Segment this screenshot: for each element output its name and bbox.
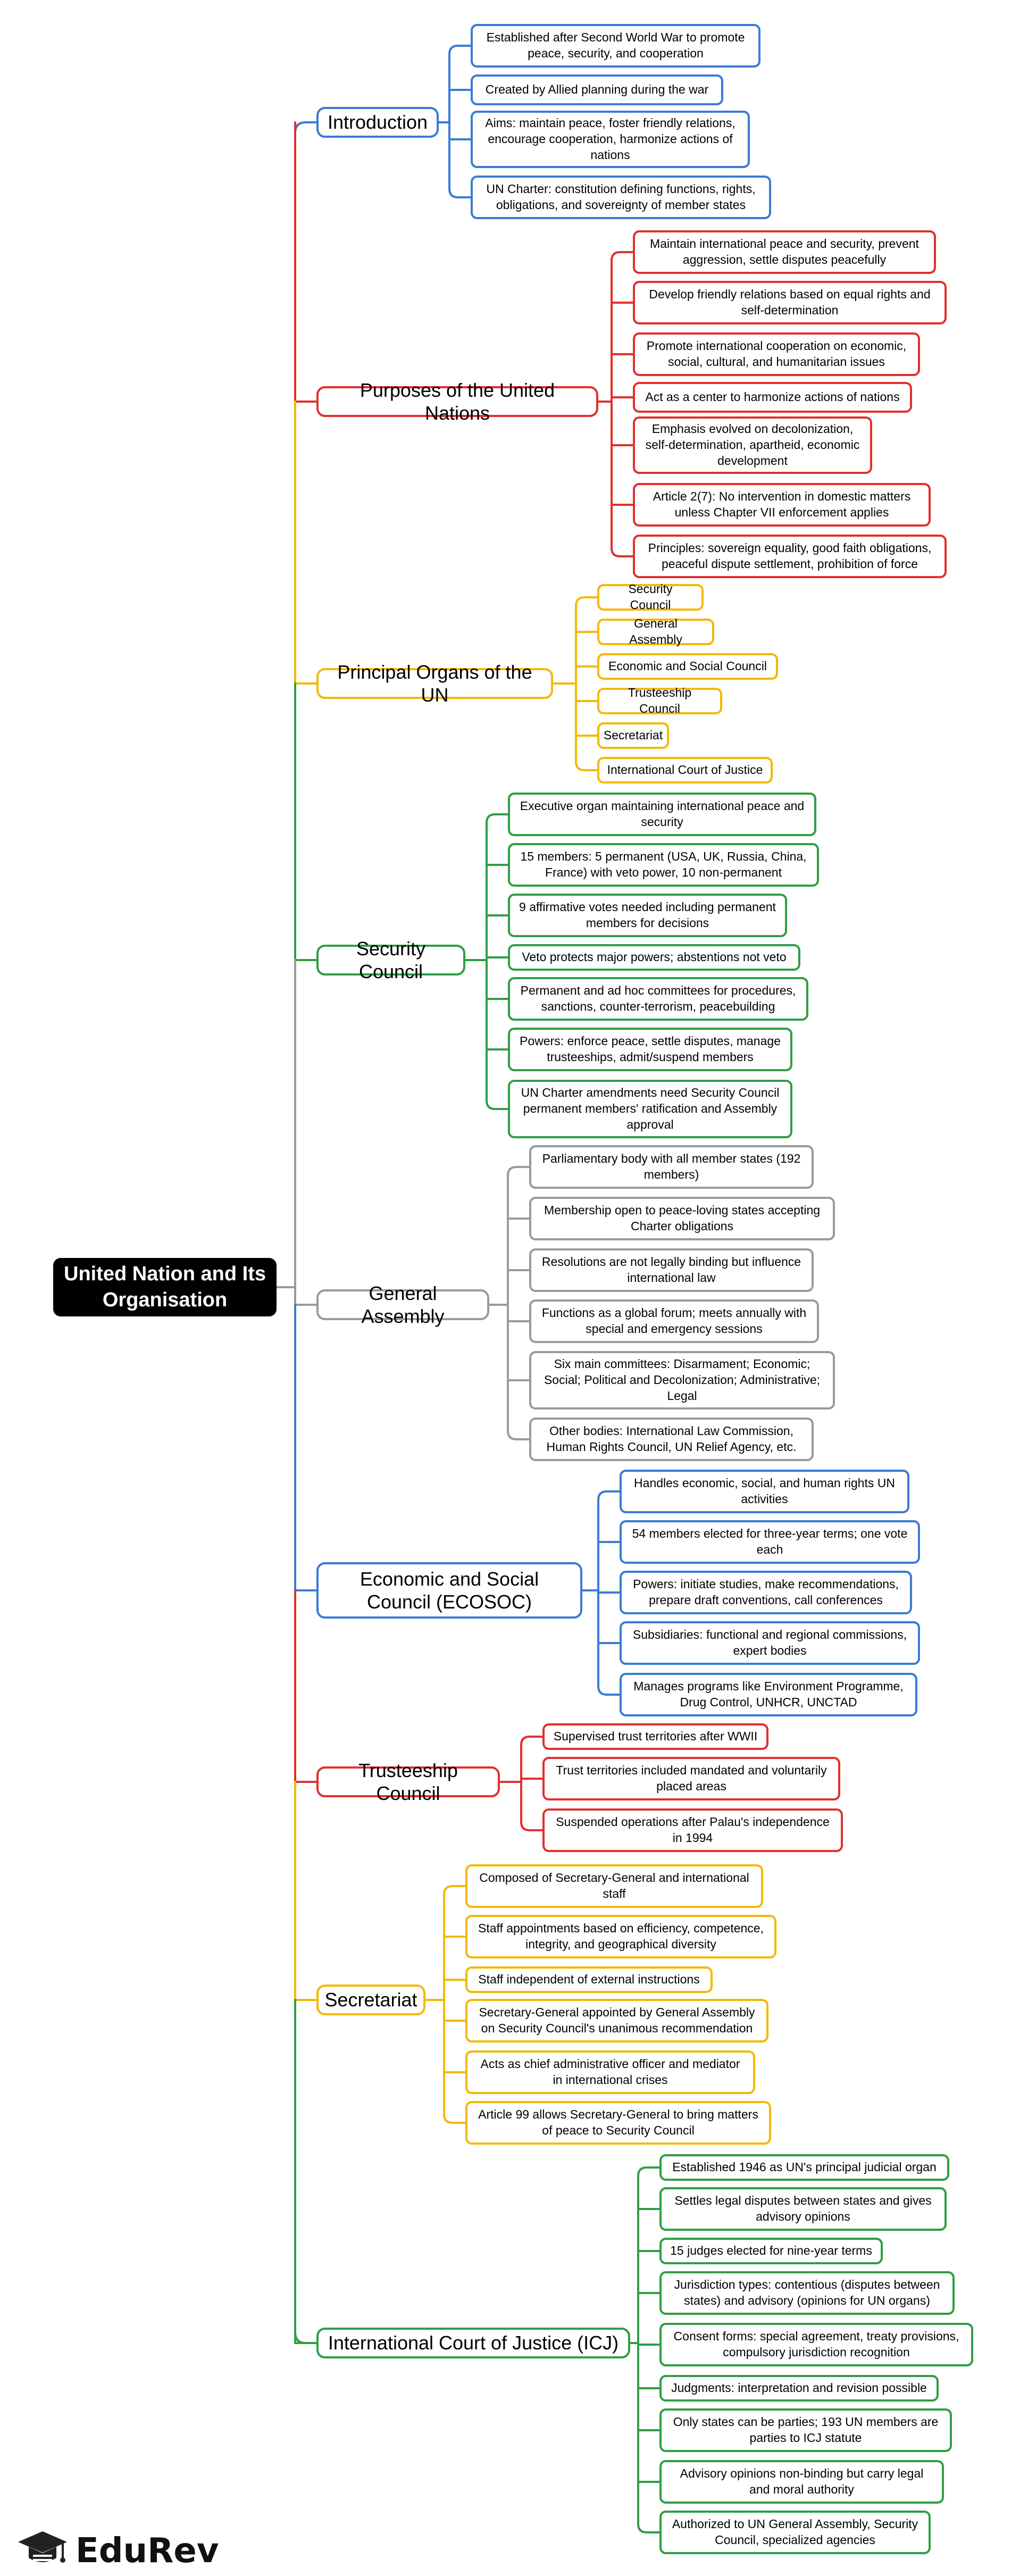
leaf-node: General Assembly: [597, 616, 714, 646]
leaf-node: Functions as a global forum; meets annua…: [529, 1299, 819, 1343]
leaf-node: Principles: sovereign equality, good fai…: [633, 535, 947, 578]
leaf-node: Promote international cooperation on eco…: [633, 332, 920, 376]
leaf-node: Article 99 allows Secretary-General to b…: [465, 2101, 771, 2145]
leaf-node: 15 members: 5 permanent (USA, UK, Russia…: [508, 843, 819, 887]
leaf-node: Staff appointments based on efficiency, …: [465, 1915, 776, 1958]
leaf-node: Suspended operations after Palau's indep…: [542, 1808, 843, 1852]
branch-purposes-of-the-united-nations: Purposes of the United Nations: [316, 379, 598, 424]
leaf-node: Established after Second World War to pr…: [471, 24, 760, 68]
leaf-node: Judgments: interpretation and revision p…: [659, 2375, 939, 2402]
leaf-node: Created by Allied planning during the wa…: [471, 74, 723, 105]
leaf-node: Powers: initiate studies, make recommend…: [620, 1571, 912, 1614]
leaf-node: Settles legal disputes between states an…: [659, 2187, 947, 2231]
leaf-node: Six main committees: Disarmament; Econom…: [529, 1351, 835, 1410]
leaf-node: Executive organ maintaining internationa…: [508, 793, 816, 836]
leaf-node: Advisory opinions non-binding but carry …: [659, 2460, 944, 2504]
leaf-node: Acts as chief administrative officer and…: [465, 2050, 755, 2094]
branch-trusteeship-council: Trusteeship Council: [316, 1760, 500, 1804]
branch-international-court-of-justice-icj: International Court of Justice (ICJ): [316, 2328, 630, 2358]
brand-logo: EduRev: [17, 2529, 219, 2573]
leaf-node: Act as a center to harmonize actions of …: [633, 382, 912, 413]
leaf-node: Veto protects major powers; abstentions …: [508, 944, 800, 971]
branch-secretariat: Secretariat: [316, 1985, 425, 2015]
leaf-node: Economic and Social Council: [597, 653, 778, 680]
leaf-node: Aims: maintain peace, foster friendly re…: [471, 111, 750, 168]
leaf-node: Security Council: [597, 582, 704, 612]
branch-economic-and-social-council-ecosoc: Economic and Social Council (ECOSOC): [316, 1562, 582, 1619]
leaf-node: Authorized to UN General Assembly, Secur…: [659, 2511, 931, 2554]
leaf-node: Secretariat: [597, 722, 669, 749]
leaf-node: Manages programs like Environment Progra…: [620, 1673, 917, 1716]
leaf-node: Parliamentary body with all member state…: [529, 1145, 814, 1189]
leaf-node: Trusteeship Council: [597, 686, 722, 715]
leaf-node: 9 affirmative votes needed including per…: [508, 894, 787, 937]
leaf-node: Powers: enforce peace, settle disputes, …: [508, 1028, 792, 1071]
leaf-node: 54 members elected for three-year terms;…: [620, 1520, 920, 1564]
leaf-node: Develop friendly relations based on equa…: [633, 281, 947, 324]
root-node: United Nation and Its Organisation: [53, 1258, 277, 1316]
branch-introduction: Introduction: [316, 107, 439, 138]
leaf-node: UN Charter amendments need Security Coun…: [508, 1080, 792, 1138]
leaf-node: Trust territories included mandated and …: [542, 1757, 840, 1800]
graduation-cap-icon: [18, 2531, 67, 2563]
leaf-node: UN Charter: constitution defining functi…: [471, 176, 771, 219]
branch-principal-organs-of-the-un: Principal Organs of the UN: [316, 661, 553, 706]
leaf-node: 15 judges elected for nine-year terms: [659, 2238, 883, 2264]
leaf-node: Established 1946 as UN's principal judic…: [659, 2154, 949, 2181]
branch-security-council: Security Council: [316, 938, 465, 982]
leaf-node: Subsidiaries: functional and regional co…: [620, 1621, 920, 1665]
leaf-node: Jurisdiction types: contentious (dispute…: [659, 2271, 955, 2315]
leaf-node: Staff independent of external instructio…: [465, 1966, 713, 1993]
leaf-node: Composed of Secretary-General and intern…: [465, 1864, 763, 1908]
leaf-node: Article 2(7): No intervention in domesti…: [633, 483, 931, 527]
leaf-node: Membership open to peace-loving states a…: [529, 1197, 835, 1240]
leaf-node: Consent forms: special agreement, treaty…: [659, 2323, 973, 2366]
leaf-node: Permanent and ad hoc committees for proc…: [508, 977, 808, 1021]
leaf-node: Handles economic, social, and human righ…: [620, 1470, 909, 1513]
leaf-node: Supervised trust territories after WWII: [542, 1723, 768, 1750]
leaf-node: Maintain international peace and securit…: [633, 230, 936, 274]
brand-name: EduRev: [76, 2531, 219, 2571]
branch-general-assembly: General Assembly: [316, 1282, 489, 1327]
leaf-node: International Court of Justice: [597, 757, 773, 783]
leaf-node: Resolutions are not legally binding but …: [529, 1248, 814, 1292]
leaf-node: Only states can be parties; 193 UN membe…: [659, 2408, 952, 2452]
leaf-node: Secretary-General appointed by General A…: [465, 1999, 768, 2043]
leaf-node: Other bodies: International Law Commissi…: [529, 1418, 814, 1461]
leaf-node: Emphasis evolved on decolonization, self…: [633, 416, 872, 474]
